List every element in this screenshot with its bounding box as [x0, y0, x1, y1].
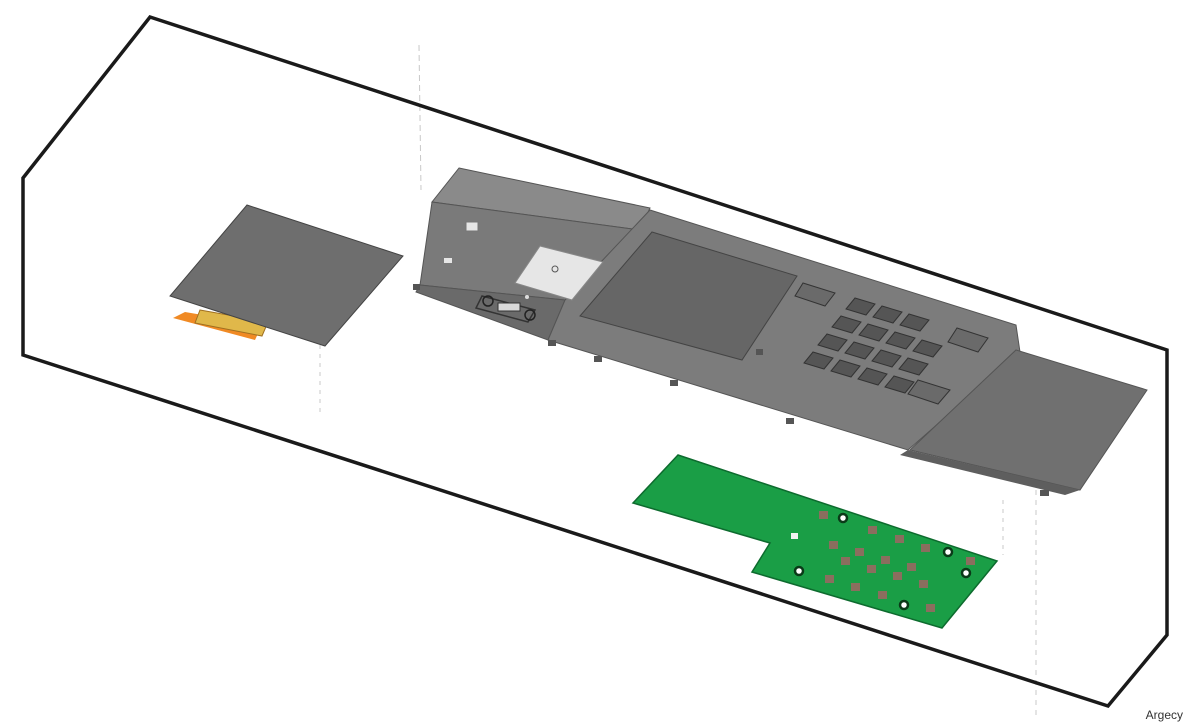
keypad-circuit-board	[631, 454, 999, 629]
lcd-display-module	[169, 204, 404, 347]
pcb-mounting-holes	[793, 512, 972, 611]
keypad	[803, 297, 943, 394]
sensor-window	[514, 245, 604, 301]
lcd-panel	[169, 204, 404, 347]
usb-port	[474, 295, 537, 323]
watermark: Argecy	[1145, 708, 1183, 722]
mounting-tabs	[413, 284, 1049, 496]
display-window	[579, 231, 798, 361]
assembly-frame	[21, 14, 1169, 709]
pcb-contact-pads	[819, 511, 975, 612]
control-panel-housing	[413, 167, 1148, 496]
guide-lines	[319, 44, 1037, 720]
